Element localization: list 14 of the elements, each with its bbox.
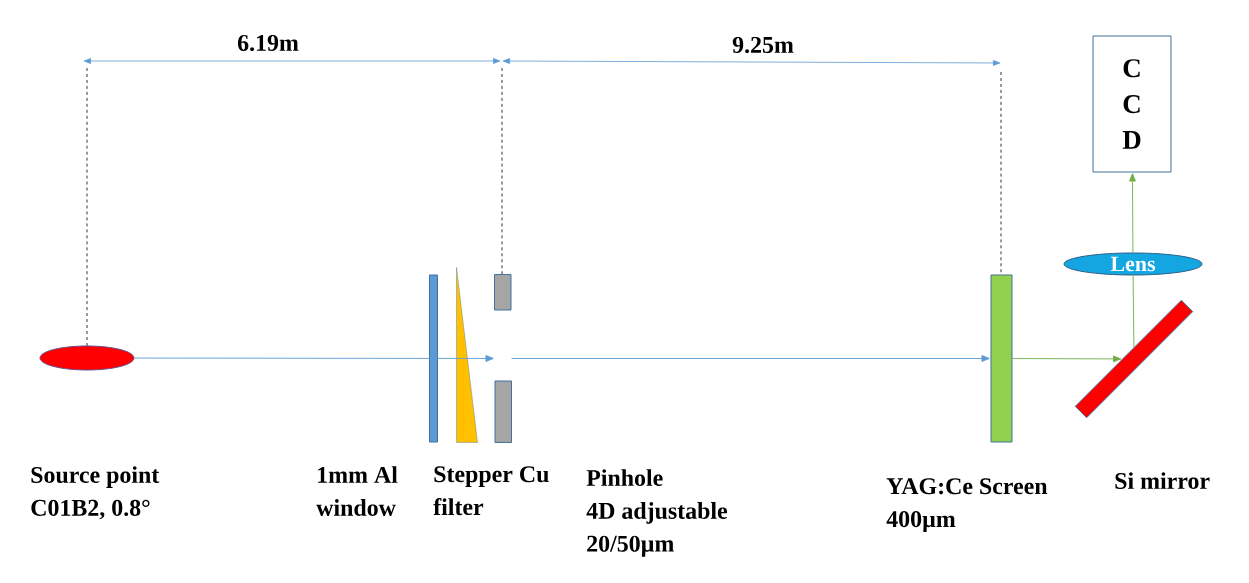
source-ellipse (39, 345, 135, 371)
ccd-box: C C D (1092, 35, 1172, 173)
arrow (134, 355, 494, 362)
dimension-label: 6.19m (237, 34, 299, 52)
arrow (511, 355, 990, 362)
component-label: Stepper Cu filter (433, 466, 549, 516)
arrow (1129, 173, 1136, 253)
component-label: YAG:Ce Screen 400µm (886, 478, 1048, 532)
component-label: Source point C01B2, 0.8° (31, 466, 160, 520)
component-label: 1mm Al window (316, 466, 398, 516)
component-label: Si mirror (1115, 472, 1210, 489)
dimension-label: 9.25m (732, 36, 794, 54)
component-label: Pinhole 4D adjustable 20/50µm (586, 469, 728, 557)
arrow (1012, 355, 1122, 363)
